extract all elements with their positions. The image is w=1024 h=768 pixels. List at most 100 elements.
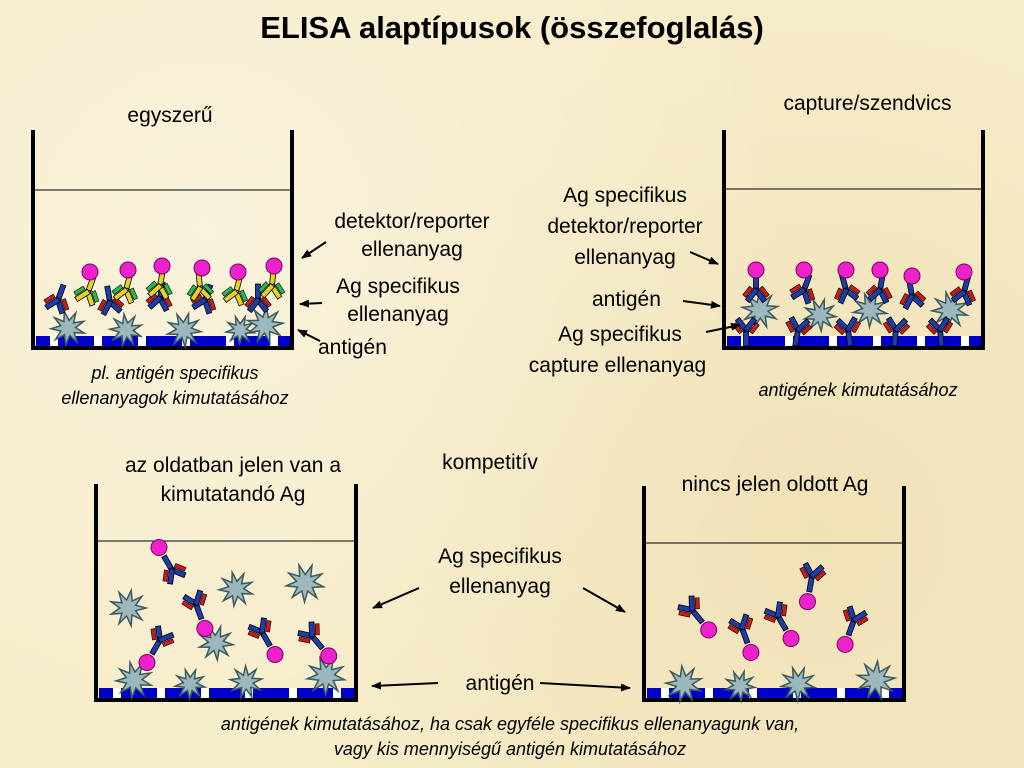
antigen-star	[722, 668, 758, 704]
antigen-star	[216, 569, 255, 609]
antigens	[48, 289, 970, 705]
reporter-ball	[265, 257, 283, 275]
antigen-star	[801, 296, 839, 334]
competitive-label-ab-line1: Ag specifikus	[438, 545, 562, 568]
antibody	[181, 589, 214, 637]
antibody	[677, 595, 718, 639]
page-title: ELISA alaptípusok (összefoglalás)	[260, 10, 764, 45]
sandwich-label-antigen: antigén	[592, 288, 661, 311]
simple-label-detector-line2: ellenanyag	[361, 238, 463, 261]
reporter-ball	[871, 261, 889, 279]
antibody	[145, 269, 173, 301]
simple-label-ag-ab-line2: ellenanyag	[347, 303, 449, 326]
antibody	[111, 273, 138, 305]
antigen-star	[164, 310, 204, 350]
arrow-comp-ab-right	[582, 587, 626, 613]
sandwich-label-capture-line2: capture ellenanyag	[528, 354, 707, 377]
antibody	[899, 279, 927, 311]
arrow-comp-ab-left	[372, 587, 420, 609]
reporter-ball	[229, 263, 247, 281]
antibody	[150, 538, 187, 585]
reporter-ball	[153, 257, 171, 275]
antibody	[949, 275, 976, 307]
reporter-ball	[903, 267, 921, 285]
simple-caption-line1: pl. antigén specifikus	[91, 363, 259, 383]
well-competitive-absent	[642, 486, 906, 702]
antigen-star	[283, 562, 327, 605]
reporter-ball	[193, 259, 211, 277]
antigen-star	[48, 308, 87, 348]
antibody	[882, 316, 911, 347]
reporter-ball	[81, 263, 99, 281]
antigen-star	[107, 311, 145, 349]
antigen-star	[196, 623, 236, 663]
arrow-simple-detector	[301, 241, 327, 259]
antibody	[785, 315, 813, 347]
antibody	[297, 621, 338, 665]
antibody	[763, 601, 800, 648]
competitive-right-heading: nincs jelen oldott Ag	[681, 473, 869, 496]
competitive-heading: kompetitív	[442, 451, 538, 474]
simple-label-ag-ab-line1: Ag specifikus	[336, 275, 460, 298]
reporter-ball	[119, 261, 137, 279]
antigen-star	[304, 655, 348, 698]
antibody	[73, 275, 100, 307]
competitive-label-ab-line2: ellenanyag	[449, 575, 551, 598]
sandwich-heading: capture/szendvics	[783, 92, 952, 115]
antigen-star	[172, 667, 208, 702]
antibodies	[43, 257, 976, 672]
arrow-sandwich-detector	[689, 251, 719, 265]
antibody	[43, 283, 70, 315]
competitive-left-heading-line1: az oldatban jelen van a	[125, 454, 341, 477]
sandwich-label-detector-line3: ellenanyag	[574, 246, 676, 269]
arrow-simple-antigen	[297, 329, 321, 342]
antibody	[836, 605, 869, 653]
antibody	[247, 617, 284, 664]
sandwich-label-capture-line1: Ag specifikus	[558, 323, 682, 346]
antigen-star	[778, 665, 818, 704]
well-sandwich	[722, 130, 985, 350]
antibody	[138, 625, 175, 672]
antigen-star	[854, 658, 898, 702]
arrow-comp-antigen-right	[539, 682, 631, 692]
antibody	[789, 273, 816, 305]
reporter-ball	[955, 263, 973, 281]
antibody	[97, 285, 125, 317]
antibody	[221, 275, 248, 307]
sandwich-caption: antigének kimutatásához	[758, 380, 958, 400]
antigen-star	[929, 289, 970, 331]
antibody	[833, 316, 861, 347]
reporter-ball	[837, 261, 855, 279]
competitive-caption-line1: antigének kimutatásához, ha csak egyféle…	[220, 714, 800, 734]
antibody	[727, 613, 760, 661]
simple-label-antigen: antigén	[318, 336, 387, 359]
arrow-simple-ag-ab	[299, 299, 323, 308]
antigen-star	[663, 663, 704, 705]
competitive-caption-line2: vagy kis mennyiségű antigén kimutatásáho…	[333, 739, 687, 759]
simple-heading: egyszerű	[127, 104, 213, 127]
arrow-sandwich-antigen	[682, 300, 721, 309]
simple-label-detector-line1: detektor/reporter	[334, 210, 490, 233]
well-simple	[31, 130, 294, 350]
label-arrows	[297, 241, 741, 692]
simple-caption-line2: ellenanyagok kimutatásához	[61, 388, 289, 408]
reporter-ball	[747, 261, 765, 279]
antigen-star	[108, 587, 149, 629]
reporter-ball	[795, 261, 813, 279]
antibody	[732, 316, 760, 347]
antigen-star	[223, 313, 257, 347]
well-competitive-present	[94, 484, 358, 702]
antigen-star	[244, 304, 286, 346]
antibody	[798, 561, 827, 611]
arrow-comp-antigen-left	[371, 681, 439, 690]
antibody	[834, 273, 861, 305]
antigen-star	[227, 663, 265, 700]
antibody	[925, 316, 954, 347]
arrow-sandwich-capture	[705, 322, 741, 333]
antigen-star	[113, 659, 154, 701]
antigen-star	[850, 291, 890, 330]
sandwich-label-detector-line1: Ag specifikus	[563, 184, 687, 207]
competitive-left-heading-line2: kimutatandó Ag	[160, 483, 306, 506]
antibody	[742, 273, 770, 304]
